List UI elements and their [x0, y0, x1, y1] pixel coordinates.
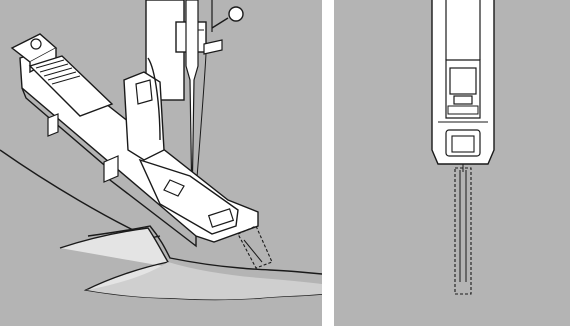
top-view-panel [334, 0, 570, 326]
buttonhole-foot-top-icon [432, 0, 494, 164]
perspective-view-panel [0, 0, 322, 326]
buttonhole-foot-top-view-illustration [334, 0, 570, 326]
buttonhole-foot-perspective-illustration [0, 0, 322, 326]
